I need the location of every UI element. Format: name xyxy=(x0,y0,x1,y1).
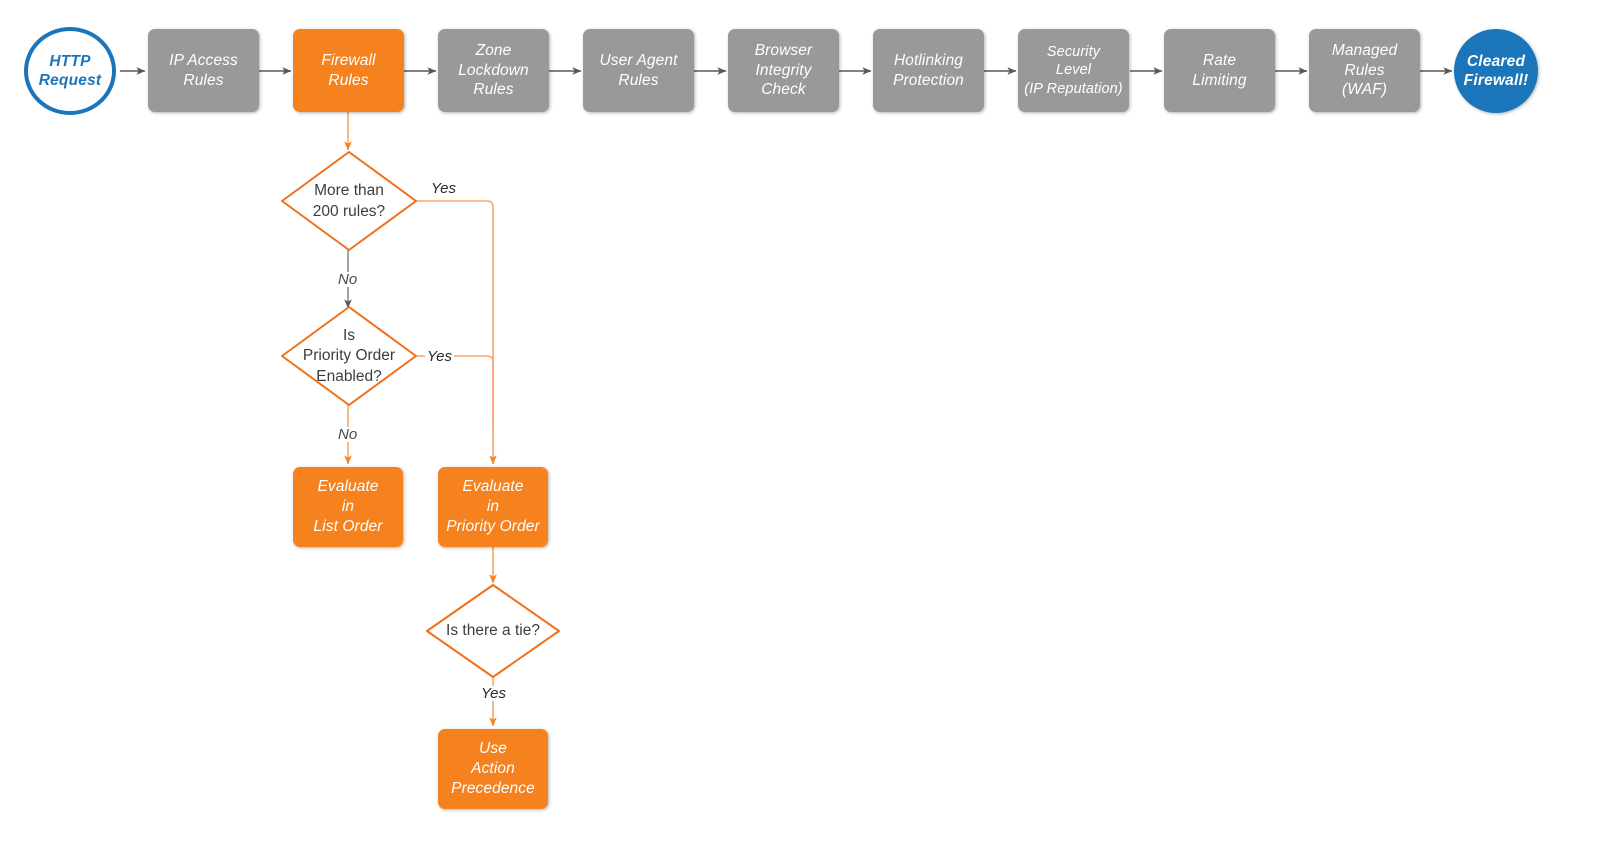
outcome-label: Evaluate in Priority Order xyxy=(446,478,540,535)
decision-more-than-200-rules[interactable]: More than 200 rules? xyxy=(282,152,416,251)
pipeline-step-label: Security Level (IP Reputation) xyxy=(1024,43,1123,97)
start-node-http-request[interactable]: HTTP Request xyxy=(24,27,116,115)
outcome-label: Evaluate in List Order xyxy=(313,478,383,535)
pipeline-step-label: Rate Limiting xyxy=(1192,51,1247,89)
pipeline-step-label: Managed Rules (WAF) xyxy=(1331,41,1398,99)
edge-priority-enabled-yes xyxy=(415,355,494,430)
pipeline-step-hotlinking-protection[interactable]: Hotlinking Protection xyxy=(873,29,984,112)
end-node-cleared-firewall[interactable]: Cleared Firewall! xyxy=(1454,29,1538,113)
edge-label-priority-enabled-no: No xyxy=(336,426,360,443)
pipeline-step-managed-rules-waf[interactable]: Managed Rules (WAF) xyxy=(1309,29,1420,112)
outcome-label: Use Action Precedence xyxy=(451,740,535,797)
pipeline-step-label: Hotlinking Protection xyxy=(893,51,964,89)
outcome-evaluate-in-list-order[interactable]: Evaluate in List Order xyxy=(293,467,403,547)
decision-label: More than 200 rules? xyxy=(312,182,386,220)
decision-is-priority-order-enabled[interactable]: Is Priority Order Enabled? xyxy=(282,307,416,406)
edge-label-priority-enabled-yes: Yes xyxy=(425,348,455,365)
pipeline-step-label: Zone Lockdown Rules xyxy=(458,41,529,99)
pipeline-step-label: Firewall Rules xyxy=(321,51,376,89)
start-node-label: HTTP Request xyxy=(38,52,102,89)
pipeline-step-label: IP Access Rules xyxy=(169,51,238,89)
edge-label-rules-count-no: No xyxy=(336,271,360,288)
pipeline-step-label: Browser Integrity Check xyxy=(754,41,813,99)
end-node-label: Cleared Firewall! xyxy=(1463,52,1529,89)
outcome-use-action-precedence[interactable]: Use Action Precedence xyxy=(438,729,548,809)
outcome-evaluate-in-priority-order[interactable]: Evaluate in Priority Order xyxy=(438,467,548,547)
decision-label: Is Priority Order Enabled? xyxy=(302,327,396,385)
pipeline-step-rate-limiting[interactable]: Rate Limiting xyxy=(1164,29,1275,112)
edge-label-rules-count-yes: Yes xyxy=(429,180,459,197)
decision-is-there-a-tie[interactable]: Is there a tie? xyxy=(427,585,559,677)
edge-label-tie-yes: Yes xyxy=(479,685,509,702)
pipeline-step-firewall-rules[interactable]: Firewall Rules xyxy=(293,29,404,112)
decision-label: Is there a tie? xyxy=(446,621,540,639)
pipeline-step-security-level[interactable]: Security Level (IP Reputation) xyxy=(1018,29,1129,112)
pipeline-step-user-agent-rules[interactable]: User Agent Rules xyxy=(583,29,694,112)
pipeline-step-ip-access-rules[interactable]: IP Access Rules xyxy=(148,29,259,112)
pipeline-step-browser-integrity-check[interactable]: Browser Integrity Check xyxy=(728,29,839,112)
edge-rules-count-yes xyxy=(415,200,497,465)
pipeline-step-zone-lockdown-rules[interactable]: Zone Lockdown Rules xyxy=(438,29,549,112)
pipeline-step-label: User Agent Rules xyxy=(599,51,678,89)
